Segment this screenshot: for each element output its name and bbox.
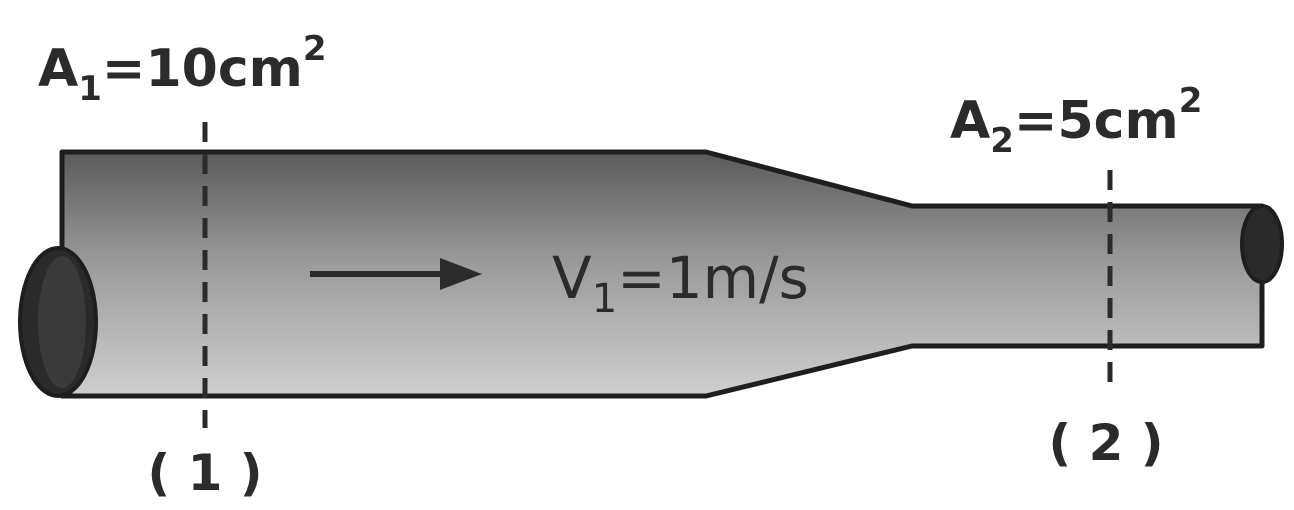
pipe-inlet-rim [38,256,86,388]
section-1-label: ( 1 ) [147,444,262,502]
area-1-symbol: A [38,39,78,99]
area-2-label: A2=5cm2 [950,81,1202,161]
section-2-label: ( 2 ) [1048,414,1163,472]
area-2-subscript: 2 [990,121,1014,161]
area-2-symbol: A [950,91,990,151]
area-2-superscript: 2 [1179,81,1203,121]
velocity-label: V1=1m/s [552,244,809,322]
velocity-value: =1m/s [617,244,809,312]
velocity-symbol: V [552,244,592,312]
pipe-outlet-opening [1240,204,1284,284]
area-1-superscript: 2 [303,29,327,69]
area-1-value: =10cm [102,39,303,99]
area-2-value: =5cm [1014,91,1179,151]
area-1-label: A1=10cm2 [38,29,327,109]
pipe-body [59,149,1265,399]
area-1-subscript: 1 [78,69,102,109]
velocity-subscript: 1 [592,276,617,322]
flow-arrow-icon [310,258,482,290]
